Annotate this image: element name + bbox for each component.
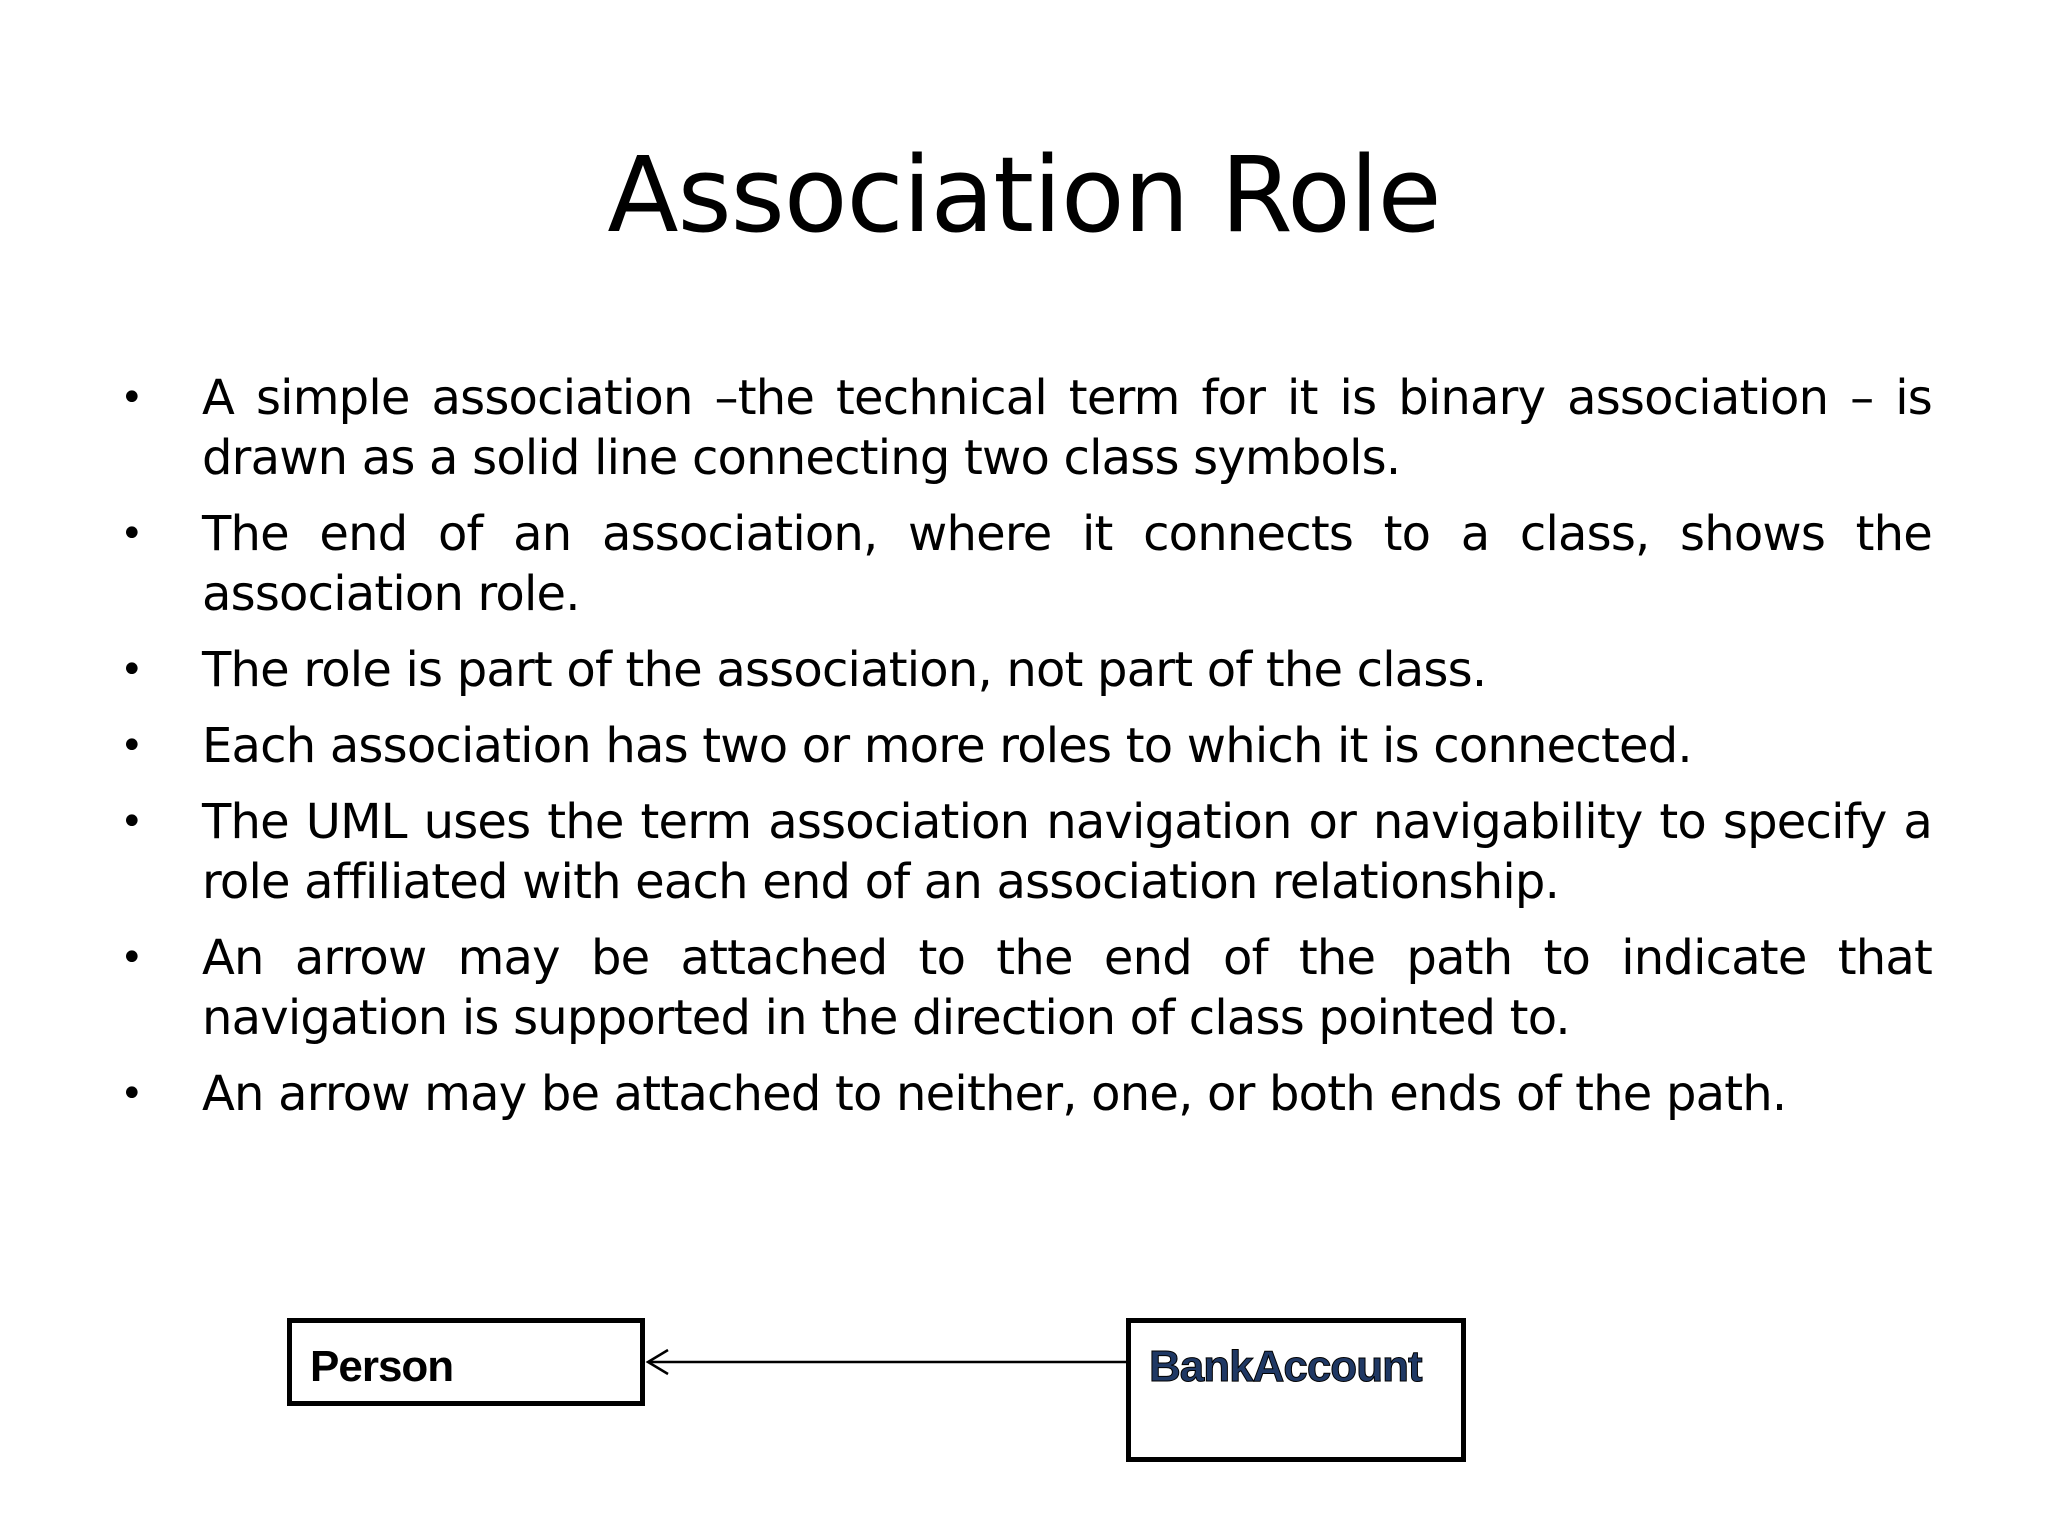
bullet-item: • The end of an association, where it co… <box>120 504 1933 624</box>
bullet-item: • An arrow may be attached to the end of… <box>120 928 1933 1048</box>
bullet-item: • The role is part of the association, n… <box>120 640 1932 700</box>
bullet-item: • Each association has two or more roles… <box>120 716 1932 776</box>
bullet-item: • The UML uses the term association navi… <box>120 792 1933 912</box>
navigability-arrow-icon <box>645 1348 669 1376</box>
bullet-text: The role is part of the association, not… <box>202 642 1487 698</box>
bullet-dot-icon: • <box>120 375 144 421</box>
class-person-name: Person <box>310 1342 454 1391</box>
bullet-item: • A simple association –the technical te… <box>120 368 1933 488</box>
bullet-list: • A simple association –the technical te… <box>120 368 1933 1140</box>
bullet-text: The end of an association, where it conn… <box>202 506 1933 622</box>
bullet-text: The UML uses the term association naviga… <box>202 794 1933 910</box>
class-person[interactable]: Person <box>287 1318 645 1406</box>
class-bankaccount-name: BankAccount <box>1149 1342 1424 1392</box>
bullet-text: Each association has two or more roles t… <box>202 718 1693 774</box>
bullet-dot-icon: • <box>120 799 144 845</box>
bullet-text: A simple association –the technical term… <box>202 370 1933 486</box>
bullet-text: An arrow may be attached to the end of t… <box>202 930 1933 1046</box>
bullet-item: • An arrow may be attached to neither, o… <box>120 1064 1932 1124</box>
bullet-dot-icon: • <box>120 723 144 769</box>
class-bankaccount[interactable]: BankAccount <box>1126 1318 1466 1462</box>
slide-title: Association Role <box>607 134 1441 256</box>
bullet-text: An arrow may be attached to neither, one… <box>202 1066 1787 1122</box>
bullet-dot-icon: • <box>120 1071 144 1117</box>
bullet-dot-icon: • <box>120 511 144 557</box>
bullet-dot-icon: • <box>120 935 144 981</box>
bullet-dot-icon: • <box>120 647 144 693</box>
